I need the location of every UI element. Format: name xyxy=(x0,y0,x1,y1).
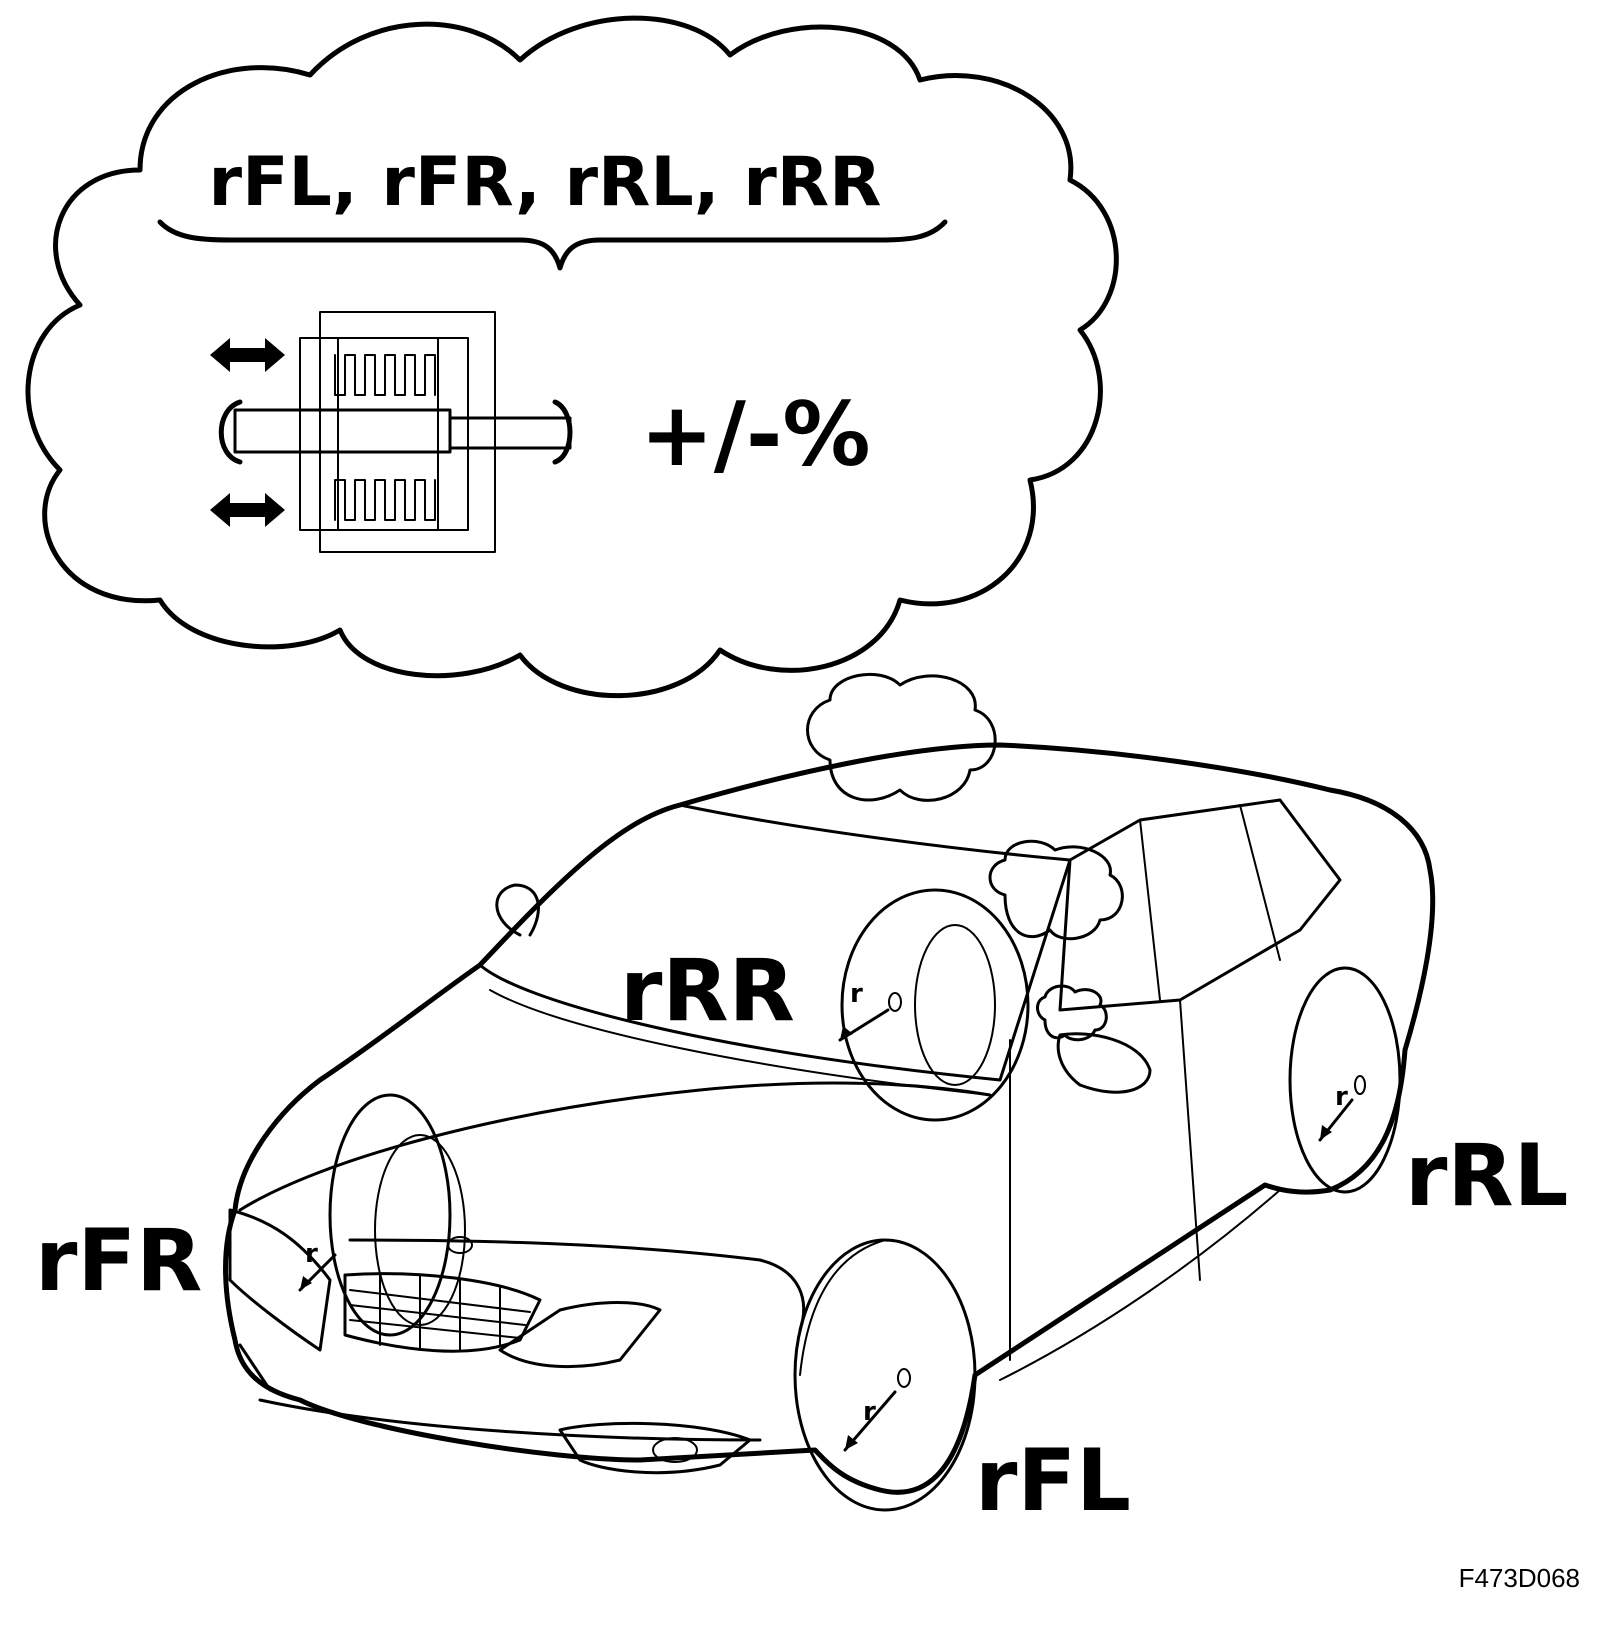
small-cloud xyxy=(806,672,997,802)
car-drawing xyxy=(223,742,1436,1512)
curly-brace xyxy=(157,219,948,271)
figure-code: F473D068 xyxy=(1459,1563,1580,1593)
double-arrow-icon xyxy=(210,493,285,527)
wheel-list-label: rFL, rFR, rRL, rRR xyxy=(209,143,882,222)
thought-bubble: rFL, rFR, rRL, rRR +/-% xyxy=(25,15,1119,699)
percent-label: +/-% xyxy=(640,383,871,486)
radius-label-front-right: r xyxy=(305,1239,318,1269)
clutch-schematic xyxy=(210,311,573,553)
double-arrow-icon xyxy=(210,338,285,372)
radius-label-front-left: r xyxy=(863,1397,876,1427)
wheel-label-rear-left: rRL xyxy=(1405,1126,1568,1226)
wheel-label-front-right: rFR xyxy=(35,1211,202,1311)
radius-label-rear-left: r xyxy=(1335,1082,1348,1112)
small-cloud xyxy=(1036,984,1108,1042)
wheel-label-front-left: rFL xyxy=(975,1431,1131,1531)
wheel-label-rear-right: rRR xyxy=(620,941,795,1041)
small-cloud xyxy=(988,839,1124,941)
radius-label-rear-right: r xyxy=(850,979,863,1009)
